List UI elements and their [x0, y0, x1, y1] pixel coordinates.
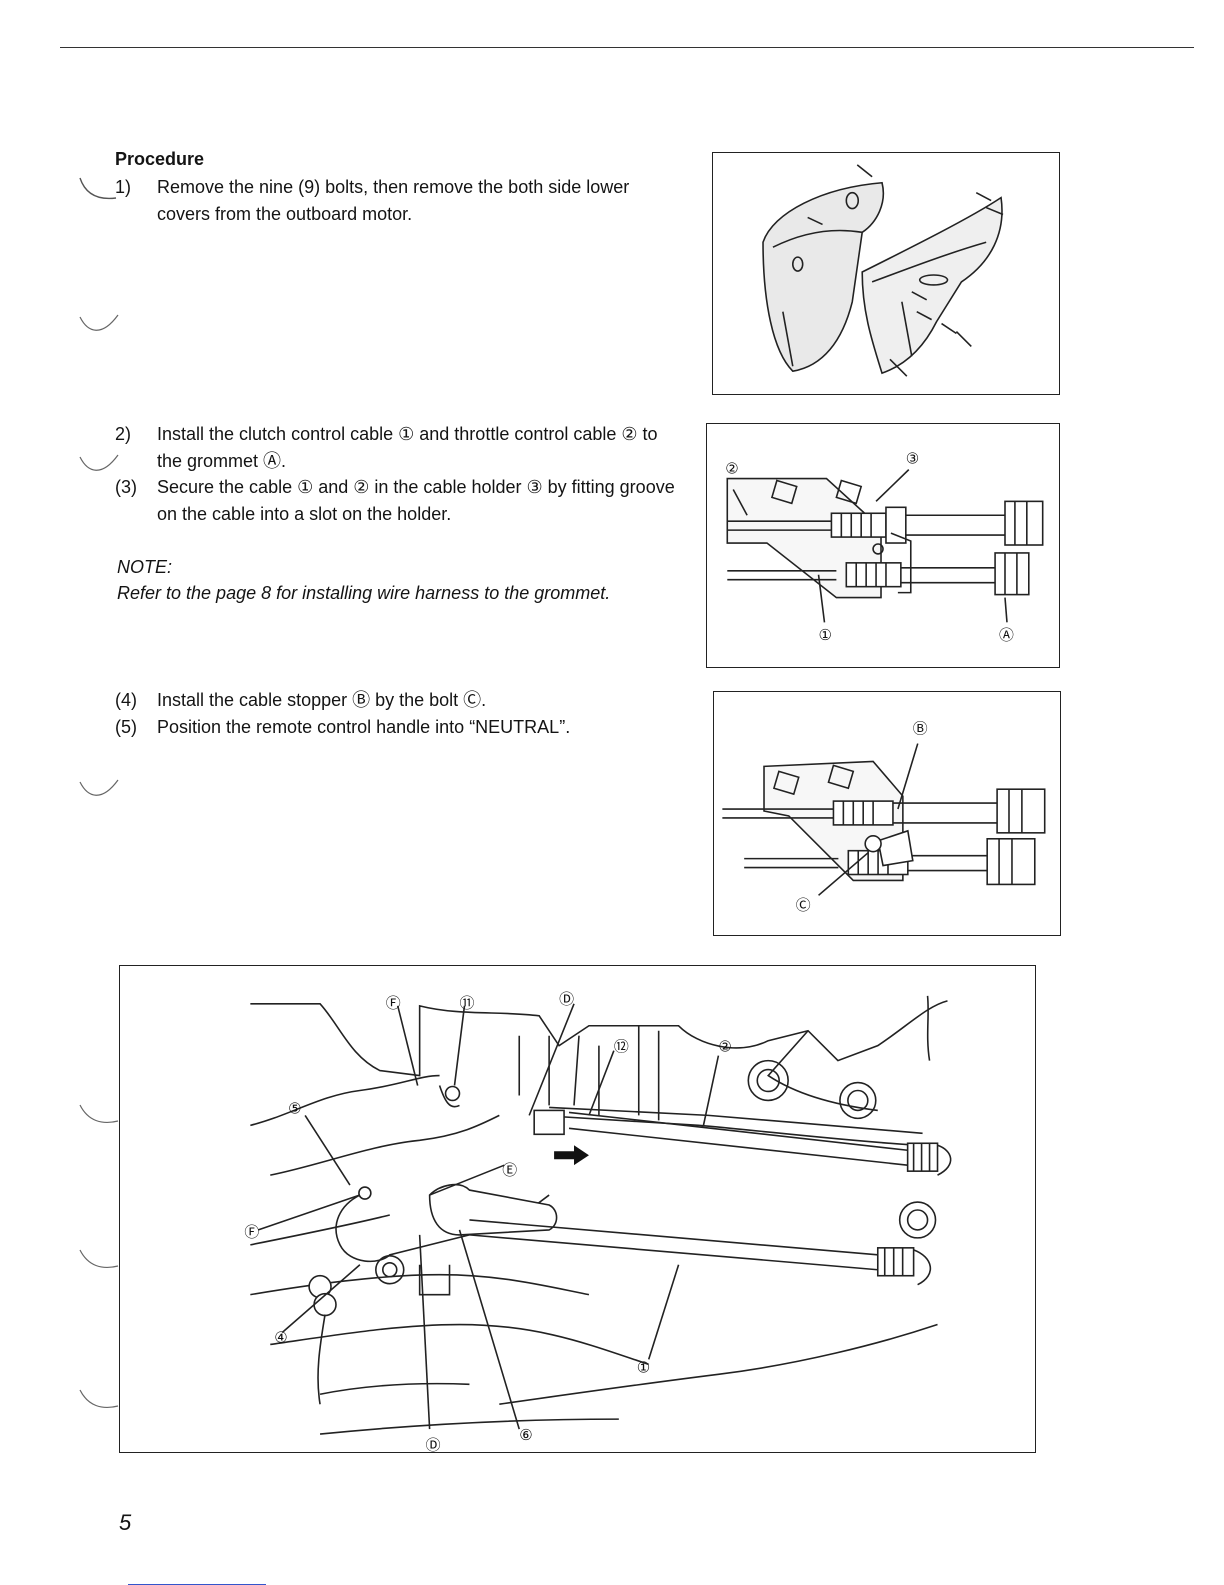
step-2: 2) Install the clutch control cable ① an… — [115, 421, 685, 475]
page-number: 5 — [119, 1510, 132, 1535]
callout-3: ③ — [906, 452, 919, 468]
binding-hole-mark — [76, 170, 120, 210]
step-text: Secure the cable ① and ② in the cable ho… — [157, 477, 675, 524]
top-rule — [60, 47, 1194, 48]
figure-engine-cable-installation: Ⓕ ⑪ Ⓓ ⑫ ② ⑤ Ⓔ Ⓕ ④ Ⓓ ⑥ ① — [119, 965, 1036, 1453]
step-text: Remove the nine (9) bolts, then remove t… — [157, 177, 630, 224]
callout-D-top: Ⓓ — [559, 991, 574, 1008]
step-number: (3) — [115, 477, 137, 497]
step-text: Install the cable stopper Ⓑ by the bolt … — [157, 690, 487, 710]
callout-D-bottom: Ⓓ — [426, 1437, 441, 1452]
callout-A: Ⓐ — [999, 627, 1014, 644]
step-5: (5) Position the remote control handle i… — [115, 714, 685, 741]
callout-4: ④ — [274, 1329, 287, 1346]
callout-E: Ⓔ — [502, 1162, 517, 1179]
step-number: 1) — [115, 177, 132, 197]
grommet-cables-illustration: ② ③ ① Ⓐ — [725, 452, 1044, 644]
callout-C: Ⓒ — [796, 897, 811, 914]
engine-cable-installation-illustration: Ⓕ ⑪ Ⓓ ⑫ ② ⑤ Ⓔ Ⓕ ④ Ⓓ ⑥ ① — [244, 991, 952, 1452]
step-number: (4) — [115, 690, 137, 710]
binding-hole-mark — [76, 305, 120, 345]
callout-2: ② — [725, 462, 738, 478]
callout-B: Ⓑ — [913, 721, 928, 738]
binding-hole-mark — [76, 1378, 120, 1418]
step-4: (4) Install the cable stopper Ⓑ by the b… — [115, 687, 685, 714]
lower-covers-illustration — [762, 164, 1004, 377]
callout-5: ⑤ — [288, 1100, 301, 1117]
step-1: 1) Remove the nine (9) bolts, then remov… — [115, 174, 685, 228]
callout-F-top: Ⓕ — [386, 995, 401, 1012]
callout-F-left: Ⓕ — [244, 1224, 259, 1241]
step-3: (3) Secure the cable ① and ② in the cabl… — [115, 474, 685, 528]
cable-stopper-illustration: Ⓑ Ⓒ — [722, 721, 1046, 914]
section-heading: Procedure — [115, 149, 205, 169]
binding-hole-mark — [76, 1093, 120, 1133]
figure-grommet-cables: ② ③ ① Ⓐ — [706, 423, 1060, 668]
binding-hole-mark — [76, 445, 120, 485]
callout-1: ① — [637, 1359, 650, 1376]
figure-cable-stopper: Ⓑ Ⓒ — [713, 691, 1061, 936]
binding-hole-mark — [76, 770, 120, 810]
callout-1: ① — [819, 628, 832, 644]
note-text: Refer to the page 8 for installing wire … — [117, 583, 611, 603]
binding-hole-mark — [76, 1238, 120, 1278]
step-text: Position the remote control handle into … — [157, 717, 571, 737]
step-text: Install the clutch control cable ① and t… — [157, 424, 658, 471]
callout-6: ⑥ — [519, 1427, 532, 1444]
step-number: (5) — [115, 717, 137, 737]
callout-12: ⑫ — [614, 1039, 629, 1056]
figure-lower-covers — [712, 152, 1060, 395]
step-number: 2) — [115, 424, 132, 444]
callout-2: ② — [718, 1039, 731, 1056]
note-label: NOTE: — [117, 557, 173, 577]
callout-11: ⑪ — [459, 995, 474, 1012]
